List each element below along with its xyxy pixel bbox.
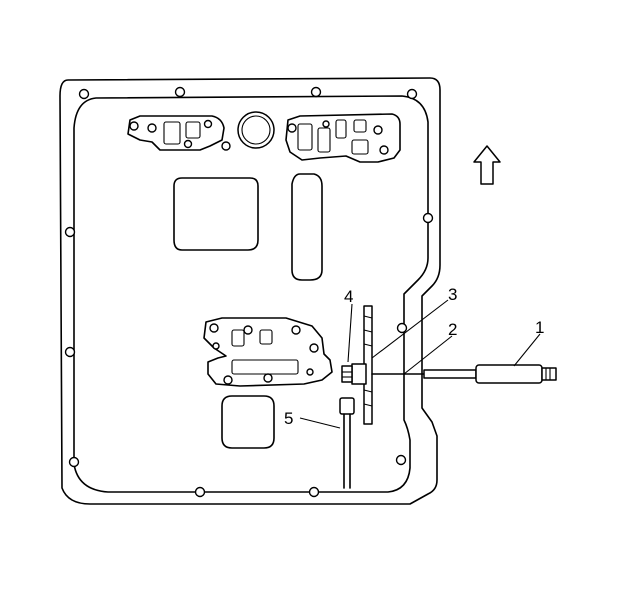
bottom-opening <box>221 395 275 449</box>
upper-right-passage-plate <box>285 113 401 163</box>
alignment-tool <box>371 364 557 384</box>
upper-center-bore-inner <box>241 115 271 145</box>
callout-5: 5 <box>284 409 293 428</box>
upper-center-small-hole <box>221 141 231 151</box>
upper-left-passage-plate <box>127 115 225 151</box>
lower-valve-body-plate <box>203 317 333 387</box>
bracket-assembly <box>341 305 373 425</box>
case-inner-gasket <box>73 95 429 493</box>
callout-4: 4 <box>344 287 353 306</box>
case-outer-outline <box>59 77 441 505</box>
callout-2: 2 <box>448 320 457 339</box>
feed-tube <box>339 397 355 489</box>
vertical-slot <box>291 173 323 281</box>
callout-1: 1 <box>535 318 544 337</box>
leader-lines <box>299 299 541 429</box>
perimeter-bolt-holes <box>64 86 434 498</box>
square-opening <box>173 177 259 251</box>
upper-center-bore <box>237 111 275 149</box>
up-arrow-icon <box>473 145 501 185</box>
callout-3: 3 <box>448 285 457 304</box>
